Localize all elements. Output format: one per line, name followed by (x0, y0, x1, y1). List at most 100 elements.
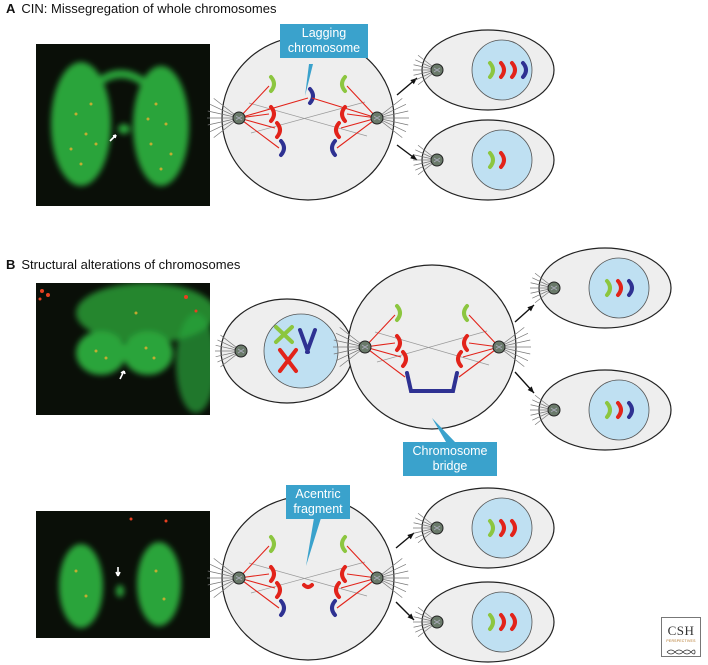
chromosome (521, 61, 528, 79)
chromosome-red (334, 581, 341, 599)
chromosome (499, 613, 506, 631)
kinetochore-fiber (468, 314, 500, 348)
callout-pointer (432, 418, 455, 442)
microtubule (248, 102, 368, 137)
chromosome-red (275, 581, 282, 599)
chromosome-red (334, 121, 341, 139)
centrosome-mark (235, 115, 243, 121)
chromosome-red (462, 334, 469, 352)
kinetochore-fiber (238, 545, 270, 579)
callout-pointer (305, 64, 313, 96)
kinetochore-fiber (346, 85, 378, 119)
callout-chromosome-bridge: Chromosome bridge (403, 442, 497, 476)
centrosome-mark (550, 285, 558, 291)
callout-acentric-fragment: Acentric fragment (286, 485, 350, 519)
kinetochore-fiber (238, 117, 280, 149)
chromosome (510, 61, 517, 79)
chromosome-red (269, 565, 276, 583)
chromosome (616, 401, 623, 419)
centrosome-mark (373, 115, 381, 121)
chromosome-green (340, 75, 347, 93)
chromosome-red (395, 334, 402, 352)
acentric-fragment (302, 583, 314, 589)
chromosome-navy (279, 599, 286, 617)
centrosome-mark (495, 344, 503, 350)
chromosome-red (275, 121, 282, 139)
centrosome-mark (373, 575, 381, 581)
prophase-nucleus (263, 313, 339, 389)
merotelic-fiber (311, 97, 378, 119)
chromosome (627, 401, 634, 419)
chromosome-red (401, 350, 408, 368)
micrograph-lagging-chromosome (36, 44, 210, 206)
callout-pointer (306, 518, 321, 566)
chromosome-navy (279, 139, 286, 157)
logo-subtitle: PERSPECTIVES (666, 639, 696, 643)
callout-bridge-line1: Chromosome (412, 444, 488, 458)
centrosome-mark (237, 348, 245, 354)
chromosome-green (340, 535, 347, 553)
micrograph-chromosome-bridge (36, 283, 210, 415)
panel-b-heading: Structural alterations of chromosomes (21, 257, 241, 272)
callout-fragment-line2: fragment (293, 502, 343, 516)
centrosome-mark (550, 407, 558, 413)
kinetochore-fiber (238, 577, 280, 609)
centrosome-mark (235, 575, 243, 581)
chromosome-red (340, 565, 347, 583)
chromosome (499, 151, 506, 169)
kinetochore-fiber (336, 577, 378, 609)
centrosome-mark (433, 67, 441, 73)
panel-a-letter: A (6, 1, 16, 16)
csh-perspectives-logo: CSH PERSPECTIVES (661, 617, 701, 657)
arrow-head-icon (527, 305, 534, 312)
chromosome-green (462, 304, 469, 322)
kinetochore-fiber (346, 545, 378, 579)
centrosome-mark (433, 157, 441, 163)
chromosome (488, 519, 495, 537)
kinetochore-fiber (364, 314, 396, 348)
chromosome (499, 519, 506, 537)
micrograph-acentric-fragment (36, 511, 210, 638)
chromosome-x-green (274, 325, 294, 344)
logo-text: CSH (667, 623, 695, 638)
chromosome (510, 613, 517, 631)
chromosome-green (269, 75, 276, 93)
microtubule (248, 562, 368, 597)
panel-b-title: B Structural alterations of chromosomes (6, 257, 240, 272)
chromosome-navy (330, 139, 337, 157)
dna-helix-icon (666, 649, 696, 655)
centrosome-mark (433, 525, 441, 531)
arrow-head-icon (407, 613, 414, 620)
anaphase-cell (221, 35, 395, 201)
chromosome (605, 279, 612, 297)
kinetochore-fiber (238, 85, 270, 119)
callout-fragment-line1: Acentric (295, 487, 341, 501)
chromosome-bridge (405, 371, 459, 393)
kinetochore-fiber (336, 117, 378, 149)
chromosome (488, 613, 495, 631)
anaphase-cell (347, 264, 517, 430)
arrow-head-icon (527, 386, 534, 393)
chromosome-green (395, 304, 402, 322)
kinetochore-fiber (364, 346, 406, 378)
panel-b-letter: B (6, 257, 16, 272)
chromosome (616, 279, 623, 297)
arrow-head-icon (410, 153, 417, 160)
chromosome-green (269, 535, 276, 553)
microtubule (374, 331, 490, 366)
kinetochore-fiber (458, 346, 500, 378)
chromosome (510, 519, 517, 537)
merotelic-fiber (238, 97, 309, 119)
callout-bridge-line2: bridge (432, 459, 468, 473)
callout-lagging-line2: chromosome (287, 41, 361, 55)
callout-lagging-line1: Lagging (301, 26, 347, 40)
centrosome-mark (361, 344, 369, 350)
chromosome-red (456, 350, 463, 368)
chromosome (605, 401, 612, 419)
chromosome-x-navy (298, 328, 317, 354)
chromosome (488, 61, 495, 79)
chromosome (499, 61, 506, 79)
arrow-head-icon (410, 78, 417, 85)
